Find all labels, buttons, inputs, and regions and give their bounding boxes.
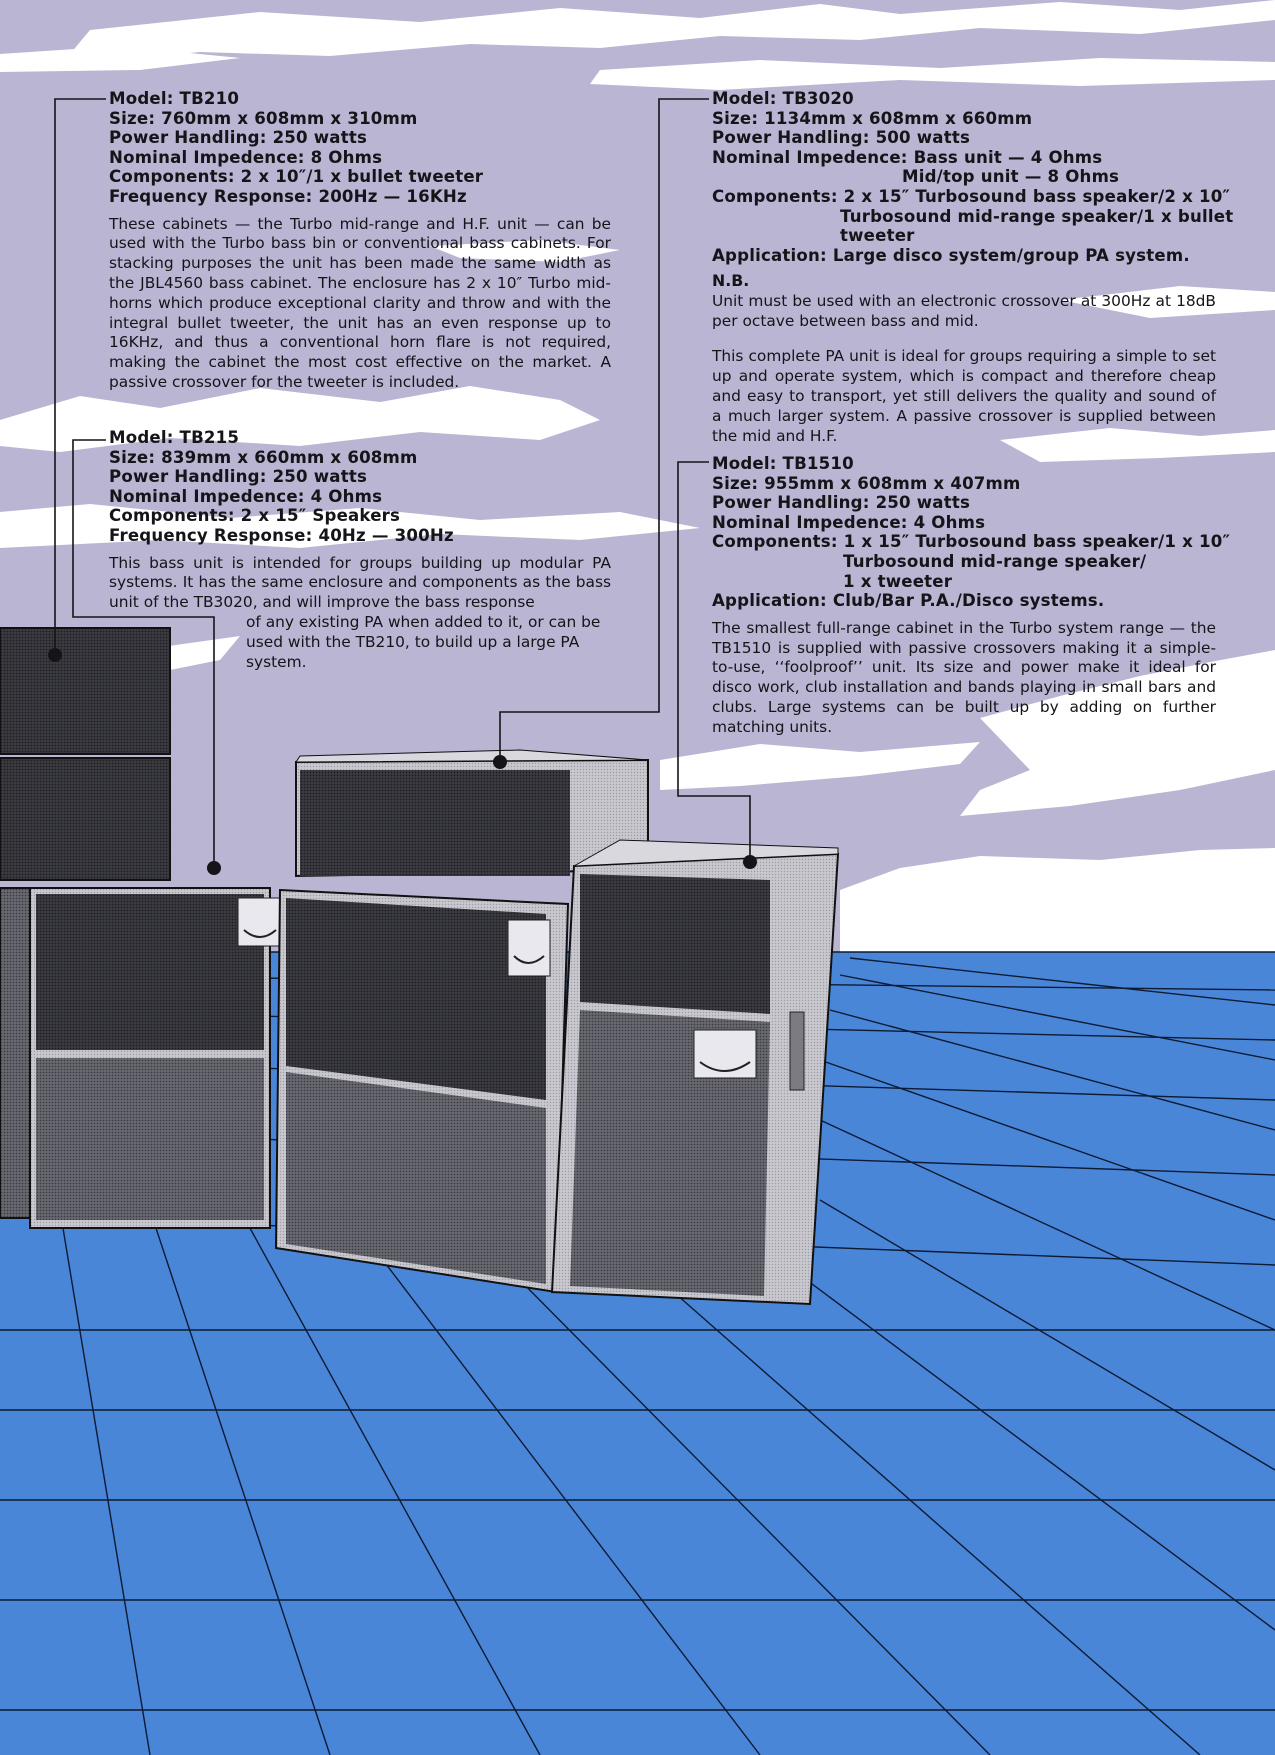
callout-dots (48, 648, 757, 875)
tb215-size: Size: 839mm x 660mm x 608mm (109, 447, 418, 467)
tb1510-components: Components: 1 x 15″ Turbosound bass spea… (712, 532, 1231, 552)
tb1510-impedance: Nominal Impedence: 4 Ohms (712, 512, 986, 532)
tb215-frequency: Frequency Response: 40Hz — 300Hz (109, 525, 454, 545)
tb210-model: Model: TB210 (109, 89, 240, 108)
tb3020-components-2: Turbosound mid-range speaker/1 x bullet (840, 206, 1234, 226)
tb1510-components-3: 1 x tweeter (843, 571, 953, 591)
tb210-size: Size: 760mm x 608mm x 310mm (109, 108, 418, 128)
tb215-power: Power Handling: 250 watts (109, 467, 368, 487)
tb215-description-b: of any existing PA when added to it, or … (246, 612, 601, 671)
tb215-impedance: Nominal Impedence: 4 Ohms (109, 486, 383, 506)
tb210-frequency: Frequency Response: 200Hz — 16KHz (109, 186, 467, 206)
speaker-cabinets (0, 627, 840, 1306)
tb210-description: These cabinets — the Turbo mid-range and… (109, 214, 611, 391)
tb215-components: Components: 2 x 15″ Speakers (109, 506, 401, 526)
tb215-model: Model: TB215 (109, 428, 240, 447)
tb3020-power: Power Handling: 500 watts (712, 128, 971, 148)
tb3020-nb-text: Unit must be used with an electronic cro… (712, 292, 1216, 331)
callout-lines (54, 98, 751, 866)
tb3020-nb-label: N.B. (712, 271, 750, 291)
clouds (0, 0, 1275, 952)
tb3020-model: Model: TB3020 (712, 89, 854, 108)
tb210-spec-block: Model: TB210 Size: 760mm x 608mm x 310mm… (109, 89, 611, 408)
tb1510-power: Power Handling: 250 watts (712, 493, 971, 513)
tb3020-size: Size: 1134mm x 608mm x 660mm (712, 108, 1033, 128)
tb3020-spec-block: Model: TB3020 Size: 1134mm x 608mm x 660… (712, 89, 1234, 462)
tb1510-components-2: Turbosound mid-range speaker/ (843, 551, 1147, 571)
tb3020-components-3: tweeter (840, 226, 915, 246)
tb210-power: Power Handling: 250 watts (109, 128, 368, 148)
tb3020-application: Application: Large disco system/group PA… (712, 245, 1190, 265)
tb210-components: Components: 2 x 10″/1 x bullet tweeter (109, 167, 484, 187)
tb1510-description: The smallest full-range cabinet in the T… (712, 618, 1216, 736)
tb210-impedance: Nominal Impedence: 8 Ohms (109, 147, 383, 167)
tb1510-application: Application: Club/Bar P.A./Disco systems… (712, 591, 1105, 611)
tb3020-impedance-2: Mid/top unit — 8 Ohms (902, 167, 1120, 187)
tb1510-model: Model: TB1510 (712, 454, 854, 473)
tb3020-description: This complete PA unit is ideal for group… (712, 347, 1216, 445)
tb3020-components: Components: 2 x 15″ Turbosound bass spea… (712, 186, 1231, 206)
tb215-description-a: This bass unit is intended for groups bu… (109, 553, 611, 612)
tb215-spec-block: Model: TB215 Size: 839mm x 660mm x 608mm… (109, 428, 611, 688)
tb1510-size: Size: 955mm x 608mm x 407mm (712, 473, 1021, 493)
tb1510-spec-block: Model: TB1510 Size: 955mm x 608mm x 407m… (712, 454, 1231, 753)
tb3020-impedance: Nominal Impedence: Bass unit — 4 Ohms (712, 147, 1103, 167)
